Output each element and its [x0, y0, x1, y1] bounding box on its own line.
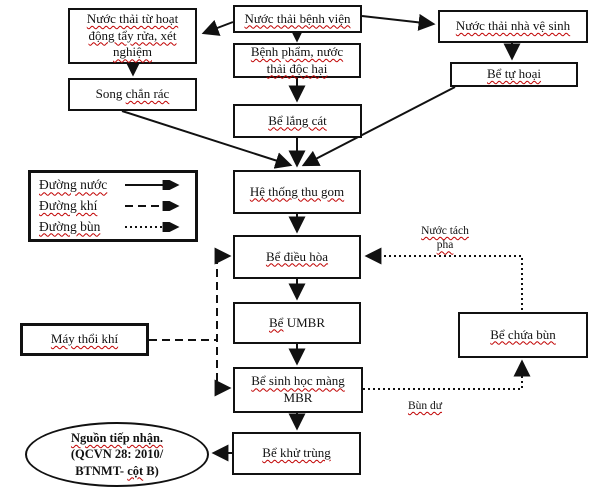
legend-item-sludge: Đường bùn [39, 217, 187, 236]
sludge-line-mbr-to-sludgetank [363, 359, 531, 390]
node-septic-tank: Bể tự hoại [450, 62, 578, 87]
node-label: Song chắn rác [95, 86, 170, 102]
node-label: MBR [283, 390, 313, 405]
node-label: Bể khử trùng [262, 445, 331, 461]
node-label: Bể điều hòa [265, 248, 329, 264]
node-label: (QCVN 28: 2010/ [70, 447, 164, 462]
node-label: Nước thải bệnh viện [244, 10, 351, 26]
node-cleaning-lab-wastewater: Nước thải từ hoạt động tẩy rửa, xét nghi… [68, 8, 197, 64]
arrow-septic-to-collect [301, 86, 456, 167]
arrow-hospital-to-cleaning [201, 19, 234, 36]
node-label: Bể chứa bùn [490, 326, 556, 342]
node-umbr-tank: Bể UMBR [233, 302, 361, 344]
legend-box: Đường nước Đường khí Đường bùn [28, 170, 198, 242]
dashed-arrow-icon [125, 201, 180, 211]
legend-label: Đường khí [39, 198, 98, 213]
legend-label: Đường nước [39, 177, 108, 193]
label-excess-sludge: Bùn dư [407, 400, 443, 412]
node-label: nghiệm [113, 44, 152, 60]
node-sand-settling-tank: Bể lắng cát [233, 104, 362, 138]
node-disinfection-tank: Bể khử trùng [232, 432, 361, 475]
legend-item-water: Đường nước [39, 176, 187, 195]
node-label: Máy thổi khí [50, 331, 119, 347]
node-label: Bể tự hoại [487, 66, 541, 82]
node-air-blower: Máy thổi khí [20, 323, 149, 356]
node-label: Bệnh phẩm, nước [250, 43, 344, 59]
node-equalization-tank: Bể điều hòa [233, 235, 361, 279]
node-label: thải độc hại [266, 60, 328, 76]
node-label: động tẩy rửa, xét [88, 27, 177, 43]
solid-arrow-icon [125, 180, 180, 191]
node-label: Bể UMBR [269, 314, 325, 330]
node-collection-system: Hệ thống thu gom [233, 170, 361, 214]
arrow-screen-to-collect [121, 110, 293, 169]
node-label: Nước thải nhà vệ sinh [455, 18, 571, 34]
water-return-sludgetank-to-equalization [364, 247, 523, 310]
legend-item-air: Đường khí [39, 197, 187, 216]
node-label: Nguồn tiếp nhận. [70, 431, 164, 446]
node-label: Bể lắng cát [268, 112, 327, 128]
node-label: Hệ thống thu gom [249, 183, 345, 199]
legend-label: Đường bùn [39, 218, 101, 234]
node-label: Bể sinh học màng [251, 373, 345, 389]
label-separated-water: Nước tách pha [421, 225, 469, 252]
node-label: Nước thải từ hoạt [86, 11, 179, 27]
node-trash-screen: Song chắn rác [68, 78, 197, 111]
node-hospital-wastewater: Nước thải bệnh viện [233, 5, 362, 33]
arrow-hospital-to-toilet [361, 13, 436, 31]
dotted-arrow-icon [125, 221, 180, 232]
node-toilet-wastewater: Nước thải nhà vệ sinh [438, 10, 588, 43]
node-label: BTNMT- cột B) [75, 463, 159, 478]
node-receiving-source: Nguồn tiếp nhận. (QCVN 28: 2010/ BTNMT- … [25, 422, 209, 487]
node-hazardous-specimen-waste: Bệnh phẩm, nước thải độc hại [233, 43, 361, 78]
node-mbr-membrane-tank: Bể sinh học màng MBR [233, 367, 363, 413]
node-sludge-storage-tank: Bể chứa bùn [458, 312, 588, 358]
